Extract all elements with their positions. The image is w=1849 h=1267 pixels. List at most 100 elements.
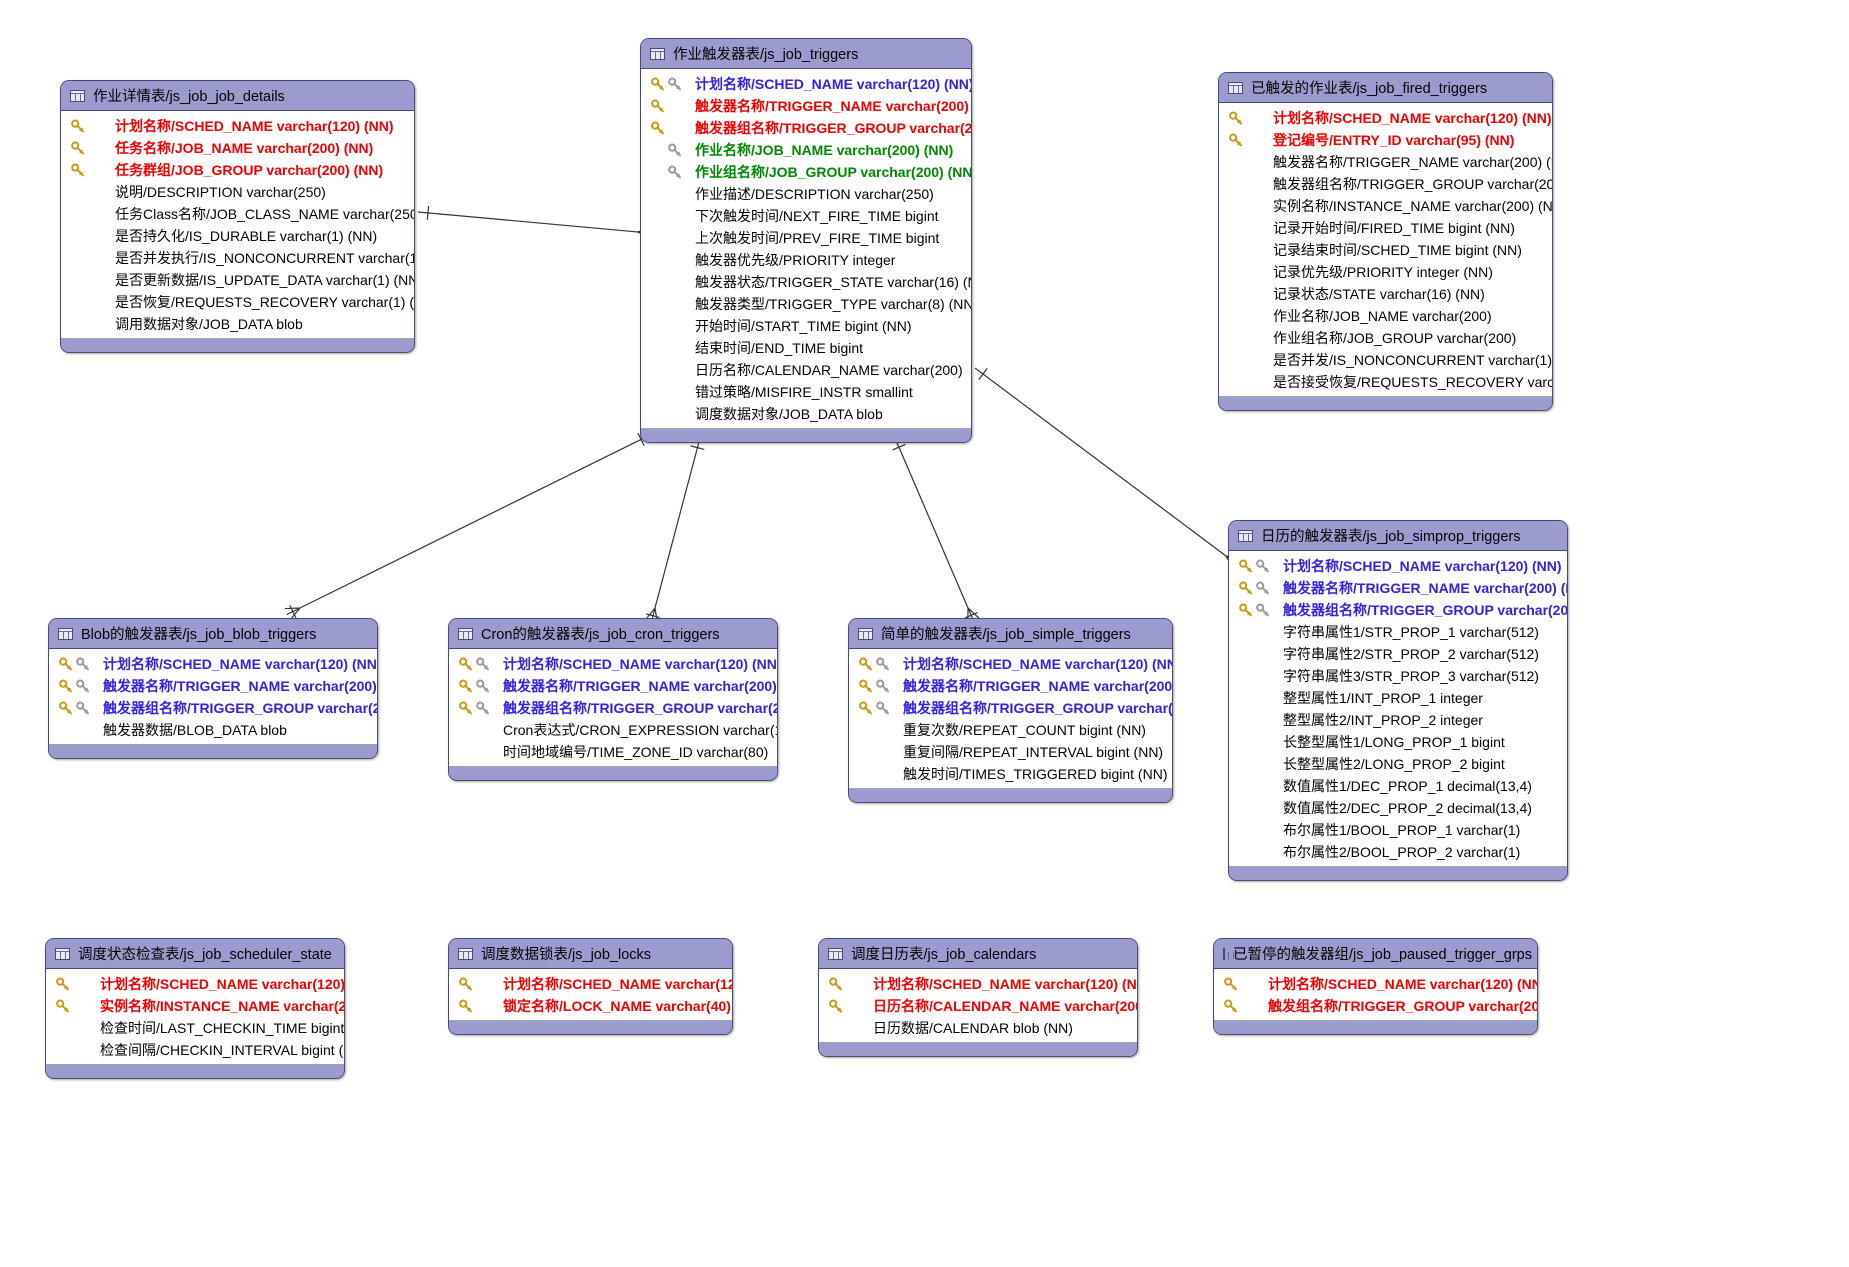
attribute-row[interactable]: 是否接受恢复/REQUESTS_RECOVERY varchar(1)	[1219, 371, 1552, 393]
attribute-row[interactable]: 作业描述/DESCRIPTION varchar(250)	[641, 183, 971, 205]
attribute-row[interactable]: 计划名称/SCHED_NAME varchar(120) (NN)	[449, 653, 777, 675]
attribute-row[interactable]: 整型属性1/INT_PROP_1 integer	[1229, 687, 1567, 709]
attribute-row[interactable]: 错过策略/MISFIRE_INSTR smallint	[641, 381, 971, 403]
attribute-row[interactable]: 触发组名称/TRIGGER_GROUP varchar(200) (NN)	[1214, 995, 1537, 1017]
attribute-row[interactable]: 作业名称/JOB_NAME varchar(200)	[1219, 305, 1552, 327]
attribute-row[interactable]: 计划名称/SCHED_NAME varchar(120) (NN)	[46, 973, 344, 995]
attribute-row[interactable]: 锁定名称/LOCK_NAME varchar(40) (NN)	[449, 995, 732, 1017]
key-icons	[1222, 977, 1264, 991]
attribute-row[interactable]: 整型属性2/INT_PROP_2 integer	[1229, 709, 1567, 731]
attribute-row[interactable]: 日历数据/CALENDAR blob (NN)	[819, 1017, 1137, 1039]
attribute-row[interactable]: 调度数据对象/JOB_DATA blob	[641, 403, 971, 425]
attribute-row[interactable]: 字符串属性1/STR_PROP_1 varchar(512)	[1229, 621, 1567, 643]
attribute-row[interactable]: 字符串属性2/STR_PROP_2 varchar(512)	[1229, 643, 1567, 665]
attribute-row[interactable]: 是否并发执行/IS_NONCONCURRENT varchar(1) (NN)	[61, 247, 414, 269]
attribute-row[interactable]: 说明/DESCRIPTION varchar(250)	[61, 181, 414, 203]
attribute-row[interactable]: 是否更新数据/IS_UPDATE_DATA varchar(1) (NN)	[61, 269, 414, 291]
gray-key-icon	[666, 165, 683, 179]
attribute-row[interactable]: 触发器组名称/TRIGGER_GROUP varchar(200) (NN)	[1219, 173, 1552, 195]
key-icons	[1227, 111, 1269, 125]
attribute-row[interactable]: 触发器名称/TRIGGER_NAME varchar(200) (NN)	[49, 675, 377, 697]
attribute-row[interactable]: 是否恢复/REQUESTS_RECOVERY varchar(1) (NN)	[61, 291, 414, 313]
attribute-row[interactable]: 触发器组名称/TRIGGER_GROUP varchar(200) (NN)	[641, 117, 971, 139]
attribute-row[interactable]: 日历名称/CALENDAR_NAME varchar(200)	[641, 359, 971, 381]
attribute-row[interactable]: 触发器组名称/TRIGGER_GROUP varchar(200) (NN)	[49, 697, 377, 719]
attribute-row[interactable]: 触发器状态/TRIGGER_STATE varchar(16) (NN)	[641, 271, 971, 293]
attribute-row[interactable]: 计划名称/SCHED_NAME varchar(120) (NN)	[849, 653, 1172, 675]
attribute-row[interactable]: 布尔属性2/BOOL_PROP_2 varchar(1)	[1229, 841, 1567, 863]
attribute-row[interactable]: 长整型属性1/LONG_PROP_1 bigint	[1229, 731, 1567, 753]
attribute-row[interactable]: 触发器组名称/TRIGGER_GROUP varchar(200) (NN)	[849, 697, 1172, 719]
attribute-row[interactable]: 计划名称/SCHED_NAME varchar(120) (NN)	[449, 973, 732, 995]
attribute-row[interactable]: 触发器组名称/TRIGGER_GROUP varchar(200) (NN)	[1229, 599, 1567, 621]
attribute-row[interactable]: 触发时间/TIMES_TRIGGERED bigint (NN)	[849, 763, 1172, 785]
attribute-label: 整型属性2/INT_PROP_2 integer	[1283, 712, 1483, 728]
entity-attribute-list: 计划名称/SCHED_NAME varchar(120) (NN)触发组名称/T…	[1214, 969, 1537, 1020]
attribute-row[interactable]: 任务Class名称/JOB_CLASS_NAME varchar(250) (N…	[61, 203, 414, 225]
gold-key-icon	[649, 121, 666, 135]
attribute-row[interactable]: 计划名称/SCHED_NAME varchar(120) (NN)	[1229, 555, 1567, 577]
attribute-row[interactable]: 重复次数/REPEAT_COUNT bigint (NN)	[849, 719, 1172, 741]
attribute-row[interactable]: 结束时间/END_TIME bigint	[641, 337, 971, 359]
attribute-row[interactable]: 计划名称/SCHED_NAME varchar(120) (NN)	[61, 115, 414, 137]
attribute-label: 数值属性2/DEC_PROP_2 decimal(13,4)	[1283, 800, 1532, 816]
attribute-row[interactable]: 记录优先级/PRIORITY integer (NN)	[1219, 261, 1552, 283]
attribute-row[interactable]: Cron表达式/CRON_EXPRESSION varchar(120) (NN…	[449, 719, 777, 741]
attribute-row[interactable]: 触发器名称/TRIGGER_NAME varchar(200) (NN)	[1229, 577, 1567, 599]
attribute-row[interactable]: 调用数据对象/JOB_DATA blob	[61, 313, 414, 335]
attribute-row[interactable]: 上次触发时间/PREV_FIRE_TIME bigint	[641, 227, 971, 249]
table-icon	[1238, 529, 1253, 542]
attribute-row[interactable]: 长整型属性2/LONG_PROP_2 bigint	[1229, 753, 1567, 775]
attribute-row[interactable]: 触发器优先级/PRIORITY integer	[641, 249, 971, 271]
attribute-label: Cron表达式/CRON_EXPRESSION varchar(120) (NN…	[503, 722, 777, 738]
attribute-row[interactable]: 开始时间/START_TIME bigint (NN)	[641, 315, 971, 337]
attribute-row[interactable]: 重复间隔/REPEAT_INTERVAL bigint (NN)	[849, 741, 1172, 763]
attribute-row[interactable]: 检查间隔/CHECKIN_INTERVAL bigint (NN)	[46, 1039, 344, 1061]
attribute-row[interactable]: 数值属性2/DEC_PROP_2 decimal(13,4)	[1229, 797, 1567, 819]
entity-footer	[49, 744, 377, 758]
attribute-row[interactable]: 计划名称/SCHED_NAME varchar(120) (NN)	[1214, 973, 1537, 995]
attribute-row[interactable]: 触发器名称/TRIGGER_NAME varchar(200) (NN)	[849, 675, 1172, 697]
attribute-row[interactable]: 触发器组名称/TRIGGER_GROUP varchar(200) (NN)	[449, 697, 777, 719]
attribute-row[interactable]: 任务名称/JOB_NAME varchar(200) (NN)	[61, 137, 414, 159]
attribute-row[interactable]: 记录结束时间/SCHED_TIME bigint (NN)	[1219, 239, 1552, 261]
attribute-row[interactable]: 是否持久化/IS_DURABLE varchar(1) (NN)	[61, 225, 414, 247]
attribute-row[interactable]: 计划名称/SCHED_NAME varchar(120) (NN)	[49, 653, 377, 675]
attribute-row[interactable]: 实例名称/INSTANCE_NAME varchar(200) (NN)	[46, 995, 344, 1017]
attribute-row[interactable]: 实例名称/INSTANCE_NAME varchar(200) (NN)	[1219, 195, 1552, 217]
attribute-row[interactable]: 数值属性1/DEC_PROP_1 decimal(13,4)	[1229, 775, 1567, 797]
attribute-row[interactable]: 触发器类型/TRIGGER_TYPE varchar(8) (NN)	[641, 293, 971, 315]
attribute-row[interactable]: 触发器名称/TRIGGER_NAME varchar(200) (NN)	[641, 95, 971, 117]
attribute-row[interactable]: 日历名称/CALENDAR_NAME varchar(200) (NN)	[819, 995, 1137, 1017]
attribute-row[interactable]: 触发器名称/TRIGGER_NAME varchar(200) (NN)	[1219, 151, 1552, 173]
attribute-row[interactable]: 是否并发/IS_NONCONCURRENT varchar(1)	[1219, 349, 1552, 371]
attribute-row[interactable]: 触发器数据/BLOB_DATA blob	[49, 719, 377, 741]
attribute-row[interactable]: 下次触发时间/NEXT_FIRE_TIME bigint	[641, 205, 971, 227]
attribute-row[interactable]: 计划名称/SCHED_NAME varchar(120) (NN)	[819, 973, 1137, 995]
attribute-row[interactable]: 任务群组/JOB_GROUP varchar(200) (NN)	[61, 159, 414, 181]
attribute-row[interactable]: 作业名称/JOB_NAME varchar(200) (NN)	[641, 139, 971, 161]
attribute-row[interactable]: 触发器名称/TRIGGER_NAME varchar(200) (NN)	[449, 675, 777, 697]
attribute-row[interactable]: 字符串属性3/STR_PROP_3 varchar(512)	[1229, 665, 1567, 687]
attribute-row[interactable]: 计划名称/SCHED_NAME varchar(120) (NN)	[1219, 107, 1552, 129]
attribute-row[interactable]: 作业组名称/JOB_GROUP varchar(200)	[1219, 327, 1552, 349]
attribute-row[interactable]: 登记编号/ENTRY_ID varchar(95) (NN)	[1219, 129, 1552, 151]
attribute-row[interactable]: 布尔属性1/BOOL_PROP_1 varchar(1)	[1229, 819, 1567, 841]
attribute-row[interactable]: 计划名称/SCHED_NAME varchar(120) (NN)	[641, 73, 971, 95]
attribute-row[interactable]: 记录状态/STATE varchar(16) (NN)	[1219, 283, 1552, 305]
attribute-row[interactable]: 检查时间/LAST_CHECKIN_TIME bigint (NN)	[46, 1017, 344, 1039]
attribute-row[interactable]: 时间地域编号/TIME_ZONE_ID varchar(80)	[449, 741, 777, 763]
attribute-row[interactable]: 记录开始时间/FIRED_TIME bigint (NN)	[1219, 217, 1552, 239]
attribute-row[interactable]: 作业组名称/JOB_GROUP varchar(200) (NN)	[641, 161, 971, 183]
